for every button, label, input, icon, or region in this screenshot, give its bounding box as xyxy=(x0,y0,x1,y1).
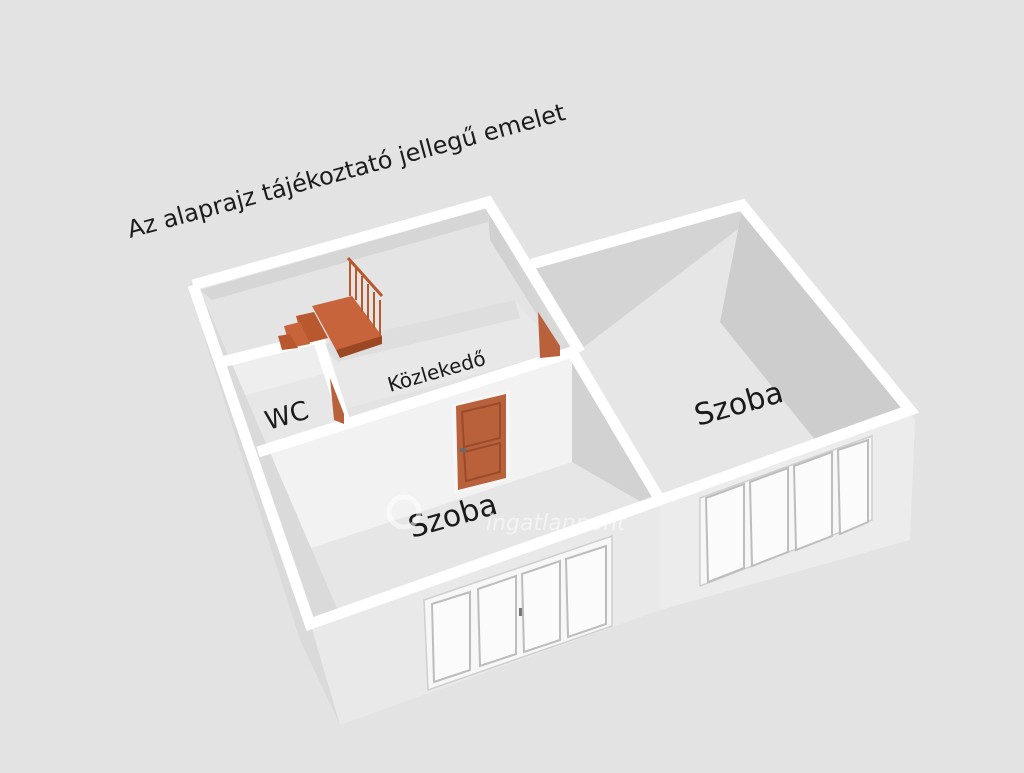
wc-door xyxy=(330,378,344,424)
staircase xyxy=(278,256,384,358)
watermark-logo-icon xyxy=(386,494,422,530)
watermark-text: ingatlanpont xyxy=(486,511,627,536)
front-glass-doors[interactable] xyxy=(423,534,613,692)
watermark: ingatlanpont xyxy=(386,494,627,536)
glass-door-handle xyxy=(519,608,522,616)
right-glass-doors[interactable] xyxy=(699,434,873,588)
back-wall-top xyxy=(200,208,488,300)
door-handle xyxy=(460,448,466,452)
left-room-door[interactable] xyxy=(452,390,510,494)
wc-back-wall xyxy=(222,338,330,398)
right-room-side-wall xyxy=(720,210,908,446)
floor-corridor xyxy=(322,300,560,410)
right-room-back-wall xyxy=(532,210,742,350)
corridor-door xyxy=(538,312,560,358)
